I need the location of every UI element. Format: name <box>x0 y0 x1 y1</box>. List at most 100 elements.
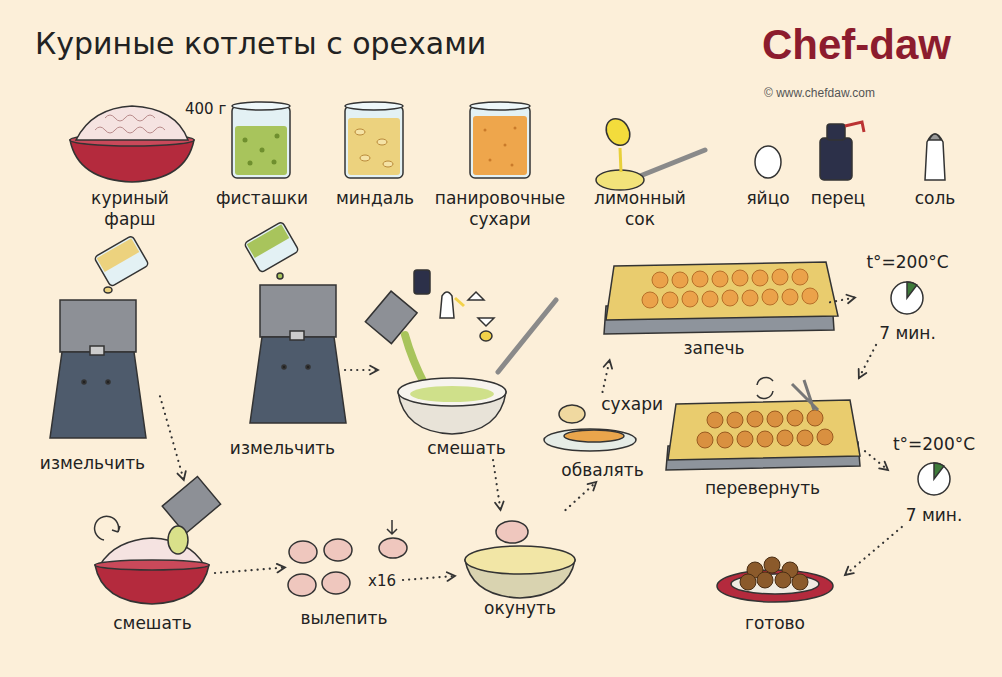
baking-tray-flipped <box>666 377 860 470</box>
step-caption: измельчить <box>40 453 145 473</box>
grinder-pistachios <box>244 221 299 272</box>
step-caption: перевернуть <box>705 478 820 498</box>
step-caption: сухари <box>601 394 663 414</box>
baking-tray <box>742 290 758 306</box>
egg-bowl <box>465 546 575 574</box>
dotted-connector <box>865 451 888 470</box>
dotted-line <box>865 451 888 470</box>
mixing-bowl-mince <box>95 477 221 604</box>
grinder-almonds <box>94 235 149 286</box>
baking-tray <box>642 269 818 308</box>
brand-logo: Chef-daw <box>762 20 951 70</box>
step-caption: смешать <box>113 613 192 633</box>
mixing-bowl-nuts <box>455 298 464 306</box>
step-caption: окунуть <box>484 598 556 618</box>
dotted-connector <box>566 482 597 510</box>
recipe-step: окунуть <box>455 510 585 620</box>
recipe-step: измельчить <box>25 250 160 475</box>
timer-icon <box>934 463 944 479</box>
ingredient-label: панировочные сухари <box>433 188 568 230</box>
baking-tray-flipped <box>717 432 733 448</box>
grinder-pistachios <box>306 365 310 369</box>
step-caption: вылепить <box>301 608 388 628</box>
ingredient-label: перец <box>803 188 873 209</box>
baking-tray <box>782 289 798 305</box>
baking-tray <box>802 288 818 304</box>
breadcrumb-jar <box>514 127 517 130</box>
pepper-mill <box>827 124 845 140</box>
grinder-pistachios <box>244 221 346 423</box>
egg-bowl <box>465 521 575 598</box>
grinder-pistachios <box>250 337 346 423</box>
shaped-patties <box>324 539 352 561</box>
dotted-connector <box>345 366 378 375</box>
pistachio-glass <box>232 102 290 178</box>
grinder-almonds <box>90 346 104 355</box>
almond-glass <box>348 118 400 175</box>
dotted-connector <box>215 564 285 573</box>
breadcrumb-jar <box>484 129 487 132</box>
dotted-connector <box>859 345 876 378</box>
pistachio-glass <box>232 106 290 178</box>
breadcrumb-jar <box>470 102 530 178</box>
baking-tray-flipped <box>787 410 803 426</box>
dotted-line <box>345 369 378 371</box>
baking-tray-flipped <box>757 431 773 447</box>
baking-tray-flipped <box>697 432 713 448</box>
arrow-head <box>495 502 504 510</box>
breadcrumb-jar <box>473 116 527 175</box>
grinder-almonds <box>94 235 149 286</box>
mixing-bowl-nuts <box>498 300 556 372</box>
pepper-mill <box>820 138 852 180</box>
lemon-spoon <box>640 150 705 176</box>
breadcrumb-jar <box>470 102 530 110</box>
grinder-almonds <box>97 238 140 272</box>
recipe-step: t°=200°C 7 мин. <box>888 432 980 527</box>
baking-tray-flipped <box>707 412 723 428</box>
copyright-note: © www.chefdaw.com <box>764 86 875 100</box>
grinder-almonds <box>106 380 110 384</box>
shaped-patties <box>379 538 407 558</box>
timer-icon <box>891 282 923 314</box>
baking-tray <box>692 271 708 287</box>
pistachio-glass <box>235 126 287 175</box>
step-caption: 7 мин. <box>906 505 963 525</box>
baking-tray <box>652 272 668 288</box>
arrow-head <box>588 482 597 491</box>
baking-tray-flipped <box>797 430 813 446</box>
served-plate <box>731 574 819 594</box>
grinder-almonds <box>50 352 146 438</box>
baking-tray-flipped <box>697 410 833 448</box>
arrow-head <box>879 462 888 470</box>
recipe-step: смешать <box>90 480 215 635</box>
temperature-label: t°=200°C <box>893 434 975 454</box>
timer-icon <box>918 463 950 495</box>
recipe-step: сухари обвалять <box>540 392 665 482</box>
timer-icon <box>907 282 917 298</box>
mince-bowl <box>70 106 194 182</box>
weight-label: 400 г <box>185 100 226 118</box>
baking-tray-flipped <box>747 411 763 427</box>
egg-bowl <box>496 521 528 543</box>
dotted-connector <box>403 572 455 581</box>
dotted-line <box>845 527 902 575</box>
crumb-plate <box>564 430 624 442</box>
dotted-line <box>215 568 285 574</box>
mixing-bowl-mince <box>112 526 120 532</box>
shaped-patties <box>289 541 317 563</box>
pistachio-glass <box>248 161 253 166</box>
grinder-almonds <box>82 380 86 384</box>
temperature-label: t°=200°C <box>866 252 948 272</box>
ingredient-label: яйцо <box>738 188 798 209</box>
mixing-bowl-nuts <box>480 331 492 341</box>
crumb-plate <box>559 405 585 423</box>
recipe-step: запечь <box>598 255 830 360</box>
served-plate <box>717 557 833 602</box>
baking-tray <box>642 292 658 308</box>
almond-glass <box>360 155 370 161</box>
dotted-connector <box>493 460 504 510</box>
baking-tray <box>662 292 678 308</box>
served-plate <box>764 557 780 573</box>
step-caption: обвалять <box>561 460 643 480</box>
